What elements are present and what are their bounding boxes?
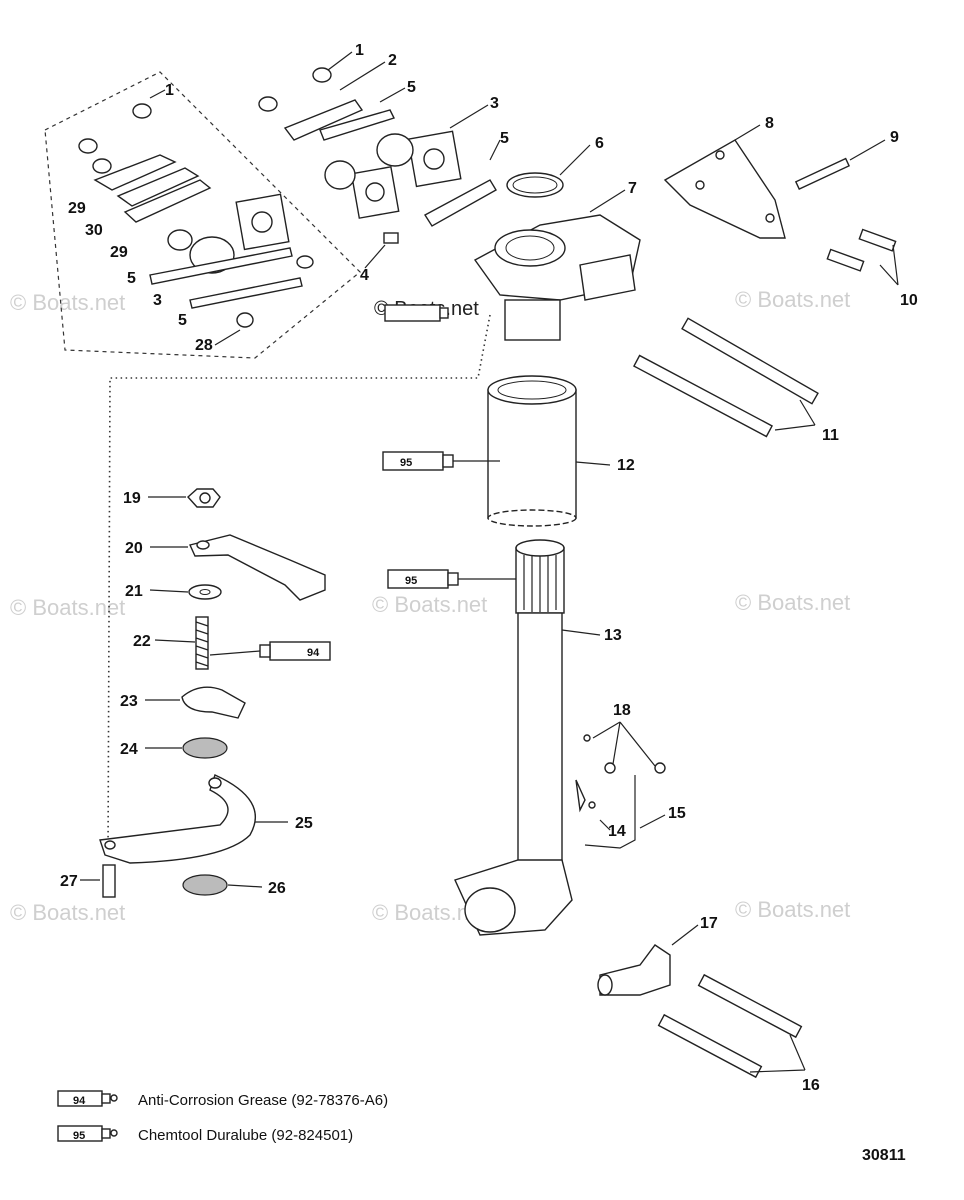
callout: 2: [388, 52, 397, 69]
callout: 11: [822, 427, 839, 444]
callout: 15: [668, 805, 686, 822]
grease-tube-13: 95: [387, 569, 516, 589]
bolt-11: [681, 317, 819, 405]
grease-tube-upper: [384, 304, 449, 322]
callout: 27: [60, 873, 78, 890]
callout: 17: [700, 915, 718, 932]
callout: 23: [120, 693, 138, 710]
callout: 18: [613, 702, 631, 719]
group-outline: [44, 71, 361, 359]
upper-middle-cluster: [258, 67, 564, 244]
tube-label: 95: [405, 575, 417, 587]
bolt-11: [633, 354, 773, 438]
callout: 5: [127, 270, 136, 287]
callout: 30: [85, 222, 103, 239]
figure-number: 30811: [862, 1147, 906, 1164]
steering-tube-13: [454, 539, 573, 936]
grease-tube-12: 95: [382, 451, 500, 471]
watermark: © Boats.net: [735, 897, 850, 922]
callout: 3: [153, 292, 162, 309]
legend-code: 95: [73, 1130, 85, 1142]
swivel-bracket-7: [473, 214, 641, 341]
left-parts-19-27: [99, 488, 326, 898]
legend-text: Anti-Corrosion Grease (92-78376-A6): [138, 1092, 388, 1109]
callout: 29: [110, 244, 128, 261]
watermark: © Boats.net: [10, 290, 125, 315]
bracket-17-bolts-16: [597, 944, 803, 1079]
callout: 26: [268, 880, 286, 897]
callout: 22: [133, 633, 151, 650]
watermarks: © Boats.net © Boats.net © Boats.net © Bo…: [10, 287, 850, 925]
legend-text: Chemtool Duralube (92-824501): [138, 1127, 353, 1144]
callout: 24: [120, 741, 138, 758]
callout: 5: [407, 79, 416, 96]
upper-left-cluster: [78, 103, 314, 328]
callout: 14: [608, 823, 626, 840]
tube-label: 95: [400, 457, 412, 469]
screw-10: [858, 228, 897, 252]
dotted-link: [107, 314, 491, 856]
screw-10: [826, 248, 865, 272]
callout: 3: [490, 95, 499, 112]
callout: 5: [500, 130, 509, 147]
callout: 1: [165, 82, 174, 99]
callout: 4: [360, 267, 369, 284]
callout: 25: [295, 815, 313, 832]
callout: 16: [802, 1077, 820, 1094]
callout: 1: [355, 42, 364, 59]
legend-item-95: 95 Chemtool Duralube (92-824501): [57, 1125, 353, 1144]
grease-tube-22: 94: [209, 641, 331, 661]
callout: 9: [890, 129, 899, 146]
callout: 13: [604, 627, 622, 644]
watermark: © Boats.net: [10, 595, 125, 620]
small-parts-14-15-18: [575, 734, 666, 849]
callouts: 1 2 5 3 5 6 7 8 9 10 11 12 13 18 15 14 1…: [60, 42, 918, 1094]
callout: 12: [617, 457, 635, 474]
callout: 29: [68, 200, 86, 217]
callout: 10: [900, 292, 918, 309]
callout: 6: [595, 135, 604, 152]
callout: 21: [125, 583, 143, 600]
legend-item-94: 94 Anti-Corrosion Grease (92-78376-A6): [57, 1090, 388, 1109]
leader-lines: [80, 51, 899, 1073]
watermark: © Boats.net: [372, 592, 487, 617]
watermark: © Boats.net: [735, 590, 850, 615]
watermark: © Boats.net: [735, 287, 850, 312]
callout: 28: [195, 337, 213, 354]
legend-code: 94: [73, 1095, 86, 1107]
callout: 7: [628, 180, 637, 197]
pin-9: [794, 157, 850, 190]
callout: 19: [123, 490, 141, 507]
bracket-8: [663, 139, 786, 239]
tube-12: [487, 375, 577, 527]
callout: 5: [178, 312, 187, 329]
legend: 94 Anti-Corrosion Grease (92-78376-A6) 9…: [57, 1090, 388, 1144]
callout: 8: [765, 115, 774, 132]
tube-label: 94: [307, 647, 320, 659]
watermark: © Boats.net: [10, 900, 125, 925]
callout: 20: [125, 540, 143, 557]
